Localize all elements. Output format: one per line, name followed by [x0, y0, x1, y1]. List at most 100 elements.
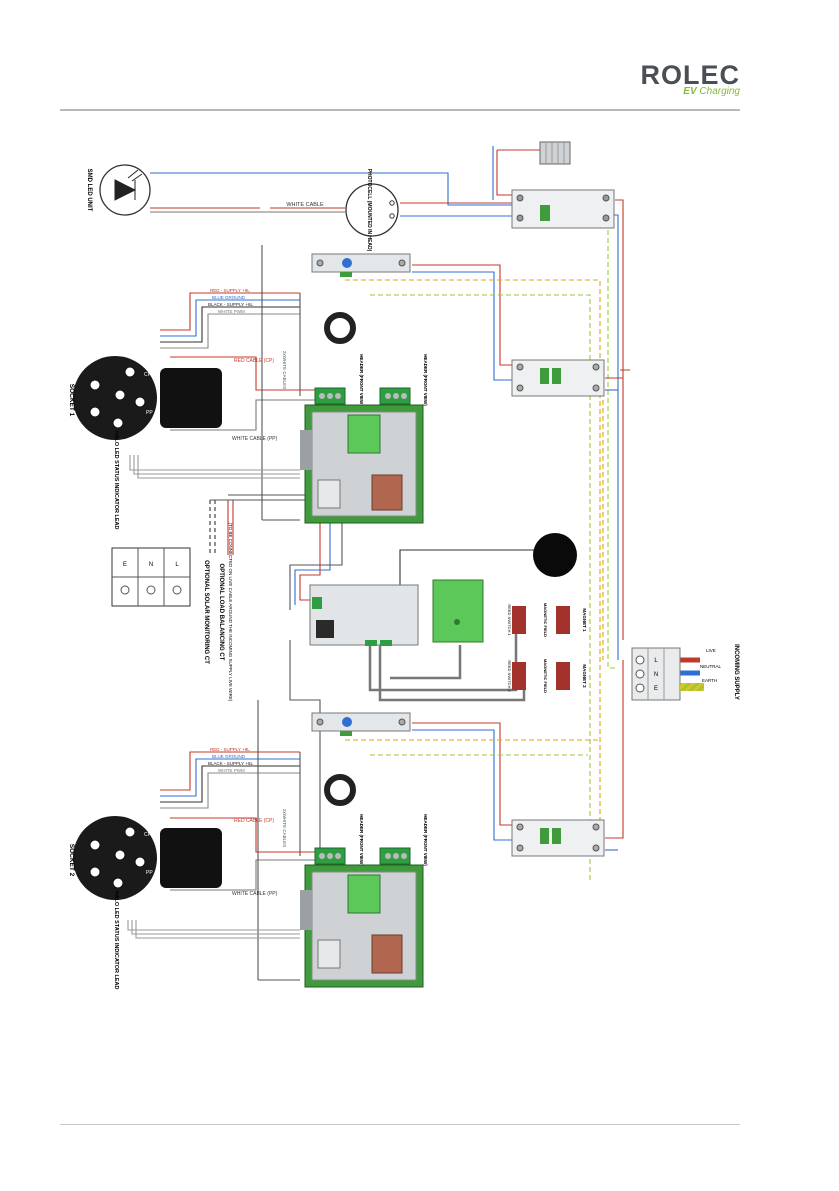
photocell-contactor-term2 [602, 194, 610, 202]
wire-ct-red [227, 500, 234, 555]
ct-solar-label: OPTIONAL SOLAR MONITORING CT [203, 560, 209, 664]
ct-ring1-outer [324, 312, 356, 344]
wire-s2-red [160, 751, 300, 791]
rcbo2-t3 [516, 844, 524, 852]
halo1-label: HALO LED STATUS INDICATOR LEAD [113, 431, 119, 530]
reed1-label: REED SWITCH 1 [507, 604, 512, 636]
socket1-pin-l3 [89, 379, 101, 391]
header1-screw-f [401, 393, 407, 399]
socket-1-labels: RED - SUPPLY +9L BLUE GROUND BLACK - SUP… [113, 288, 287, 529]
s1-blue-ground: BLUE GROUND [212, 295, 246, 300]
socket1-pin-l2 [89, 406, 101, 418]
wire-c1-blue [412, 271, 512, 381]
socket2-cp-label: CP [144, 832, 152, 838]
ct-block-n: N [149, 562, 153, 568]
photocell: PHOTOCELL (MOUNTED IN HEAD) [345, 169, 399, 252]
header1-label-a: HEADER (FRONT VIEW) [359, 354, 364, 406]
relay-box-body [539, 141, 571, 165]
reed2-label: REED SWITCH 2 [507, 660, 512, 692]
ct-block-dividers [112, 548, 190, 606]
wire-pcb-mid2 [294, 520, 331, 605]
main-pcb-1 [300, 404, 424, 524]
socket1-pin-pp [134, 396, 146, 408]
incoming-supply-block: L N E LIVE NEUTRAL EARTH INCOMING SUPPLY [631, 644, 739, 701]
mid-controller-terminal [312, 597, 322, 609]
green-board-dot [454, 619, 460, 625]
s2-red-supply: RED - SUPPLY +9L [210, 747, 250, 752]
s1-white-cable: WHITE CABLE (PP) [232, 436, 278, 442]
rcbo1-t2 [592, 363, 600, 371]
photocell-contactor-term4 [602, 214, 610, 222]
led-unit-label: SMD LED UNIT [86, 169, 92, 212]
contactor1-dial [342, 258, 352, 268]
ct-balancing-label: OPTIONAL LOAD BALANCING CT [218, 564, 224, 661]
rcbo1-lever-b [552, 368, 561, 384]
socket2-pin-n [114, 849, 126, 861]
photocell-contactor [511, 189, 615, 229]
wire-ct-dash1 [209, 500, 216, 555]
header2-screw-c [335, 853, 341, 859]
wire-pcb-mid1 [299, 520, 321, 601]
led-unit: SMD LED UNIT [86, 164, 151, 216]
green-sensor-board [432, 579, 484, 643]
supply-live-label: LIVE [706, 648, 716, 653]
wire-green-board [390, 645, 462, 680]
ct-balancing-note: (TO BE CONNECTED ON LIVE CABLE AROUND TH… [228, 523, 233, 702]
photocell-contactor-term1 [516, 194, 524, 202]
wire-s1-pp [170, 399, 315, 431]
relay-box-top [539, 141, 571, 165]
wiring-layer [127, 146, 700, 981]
supply-term-e [635, 683, 645, 693]
rcbo2-lever-b [552, 828, 561, 844]
pcb1-connector [317, 479, 341, 509]
pcb2-relay [371, 934, 403, 974]
halo2-label: HALO LED STATUS INDICATOR LEAD [113, 891, 119, 990]
incoming-supply-label: INCOMING SUPPLY [733, 644, 739, 700]
socket2-face [73, 816, 157, 900]
contactor2-dial [342, 717, 352, 727]
header1-screw-d [385, 393, 391, 399]
mid-controller-port1 [365, 640, 377, 646]
wire-c2-red [412, 722, 512, 826]
wire-halo2 [127, 920, 300, 939]
reed1-body [512, 606, 526, 634]
rcbo2-lever-a [540, 828, 549, 844]
rcbo2-t2 [592, 823, 600, 831]
header2-label-b: HEADER (FRONT VIEW) [423, 814, 428, 866]
ct-ring-1 [324, 312, 356, 344]
rcbo-2 [511, 819, 605, 857]
magnet1-body [556, 606, 570, 634]
contactor1-t2 [398, 259, 406, 267]
main-pcb-2 [300, 864, 424, 988]
supply-term-l-label: L [654, 658, 658, 664]
s2-white-cable: WHITE CABLE (PP) [232, 891, 278, 897]
s2-white-cables: 2xWHITE CABLES [282, 809, 287, 847]
header1-screw-e [393, 393, 399, 399]
led-rays [127, 169, 143, 182]
wire-relay-red [496, 149, 540, 196]
supply-term-n [635, 669, 645, 679]
wire-live-bus [615, 199, 630, 640]
socket1-face [73, 356, 157, 440]
supply-earth-label: EARTH [702, 678, 717, 683]
header1-screw-b [327, 393, 333, 399]
reed-switch-2: REED SWITCH 2 [507, 660, 526, 692]
socket1-pin-cp [124, 366, 136, 378]
wire-rcbo2-live [605, 660, 624, 839]
pcb1-tab [300, 430, 312, 470]
relay-box-fins [545, 142, 565, 164]
contactor-2 [311, 712, 411, 736]
pcb2-tab [300, 890, 312, 930]
magnetic-field-1: MAGNETIC FIELD [543, 603, 548, 637]
s2-white-pwm: WHITE PWM [218, 768, 245, 773]
contactor1-body [311, 253, 411, 273]
wire-s1-white [160, 313, 300, 349]
header1-label-b: HEADER (FRONT VIEW) [423, 354, 428, 406]
s1-white-cables: 2xWHITE CABLES [282, 351, 287, 389]
magnet-2: MAGNET 2 MAGNETIC FIELD [543, 659, 587, 693]
wire-s1-cp [170, 356, 315, 391]
footer-rule [60, 1124, 740, 1125]
header2-screw-b [327, 853, 333, 859]
socket2-pp-label: PP [146, 870, 153, 876]
